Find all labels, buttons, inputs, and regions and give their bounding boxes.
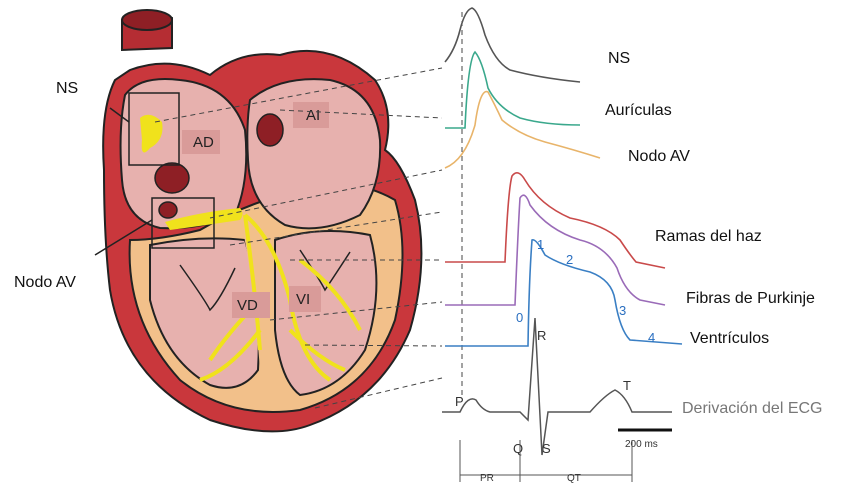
ecg-p-label: P: [455, 394, 464, 409]
wave-label-ventricles: Ventrículos: [690, 330, 769, 348]
ventricle-wave: [445, 240, 682, 346]
phase-1-label: 1: [537, 237, 544, 252]
phase-3-label: 3: [619, 303, 626, 318]
wave-label-sa-node: NS: [608, 50, 630, 68]
wave-label-atria: Aurículas: [605, 102, 672, 120]
ecg-scale-label: 200 ms: [625, 439, 658, 450]
wave-label-av-node: Nodo AV: [628, 148, 690, 166]
sa-node-label: NS: [56, 80, 78, 98]
ecg-t-label: T: [623, 378, 631, 393]
vena-cava-opening: [155, 163, 189, 193]
ecg-qt-label: QT: [567, 473, 581, 483]
ecg-r-label: R: [537, 328, 546, 343]
ecg-trace: P R Q S T 200 ms PR QT: [442, 318, 672, 483]
sa-node-wave: [445, 8, 580, 82]
ecg-s-label: S: [542, 441, 551, 456]
phase-0-label: 0: [516, 310, 523, 325]
av-node-label: Nodo AV: [14, 274, 76, 292]
ecg-line: [442, 318, 672, 455]
action-potentials: [445, 8, 682, 346]
left-ventricle-label: VI: [296, 291, 310, 308]
ecg-lead-label: Derivación del ECG: [682, 400, 823, 418]
wave-label-purkinje: Fibras de Purkinje: [686, 290, 815, 308]
heart-illustration: AD AI VD VI: [95, 10, 421, 431]
wave-label-bundle-branches: Ramas del haz: [655, 228, 762, 246]
ecg-pr-label: PR: [480, 473, 494, 483]
pulmonary-vein-opening: [257, 114, 283, 146]
right-ventricle-label: VD: [237, 297, 258, 314]
phase-4-label: 4: [648, 330, 655, 345]
purkinje-wave: [445, 195, 665, 305]
ecg-q-label: Q: [513, 441, 523, 456]
atria-wave: [445, 52, 580, 128]
av-node-wave: [445, 92, 600, 168]
left-atrium-label: AI: [306, 107, 320, 124]
phase-2-label: 2: [566, 252, 573, 267]
bundle-branch-wave: [445, 173, 665, 268]
right-atrium-label: AD: [193, 134, 214, 151]
